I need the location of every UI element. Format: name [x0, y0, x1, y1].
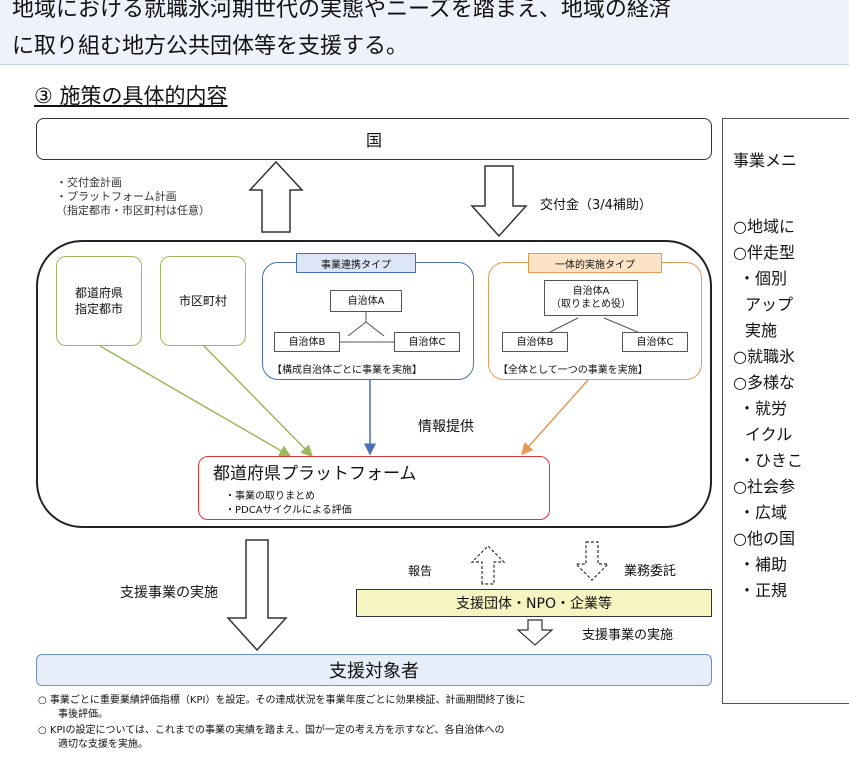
prefecture-platform-box: 都道府県プラットフォーム ・事業の取りまとめ ・PDCAサイクルによる評価 [198, 456, 550, 520]
menu-line-8: ○多様な [733, 373, 795, 392]
platform-title: 都道府県プラットフォーム [213, 464, 417, 484]
designated-city-label: 指定都市 [74, 302, 123, 316]
integrated-gov-a-role: （取りまとめ役） [551, 299, 631, 310]
plan-notes: ・交付金計画 ・プラットフォーム計画 （指定都市・市区町村は任意） [56, 176, 210, 218]
local-government-group [36, 240, 712, 528]
footnote-2: ○ KPIの設定については、これまでの事業の実績を踏まえ、国が一定の考え方を示す… [38, 725, 505, 736]
menu-title: 事業メニ [733, 151, 798, 170]
intro-line-2: に取り組む地方公共団体等を支援する。 [12, 34, 409, 59]
down-arrow-support-right [516, 619, 554, 646]
plan-note-1: ・交付金計画 [56, 176, 122, 189]
footnote-1-cont: 事後評価。 [58, 709, 108, 720]
country-box: 国 [36, 118, 712, 160]
down-arrow-support [226, 539, 288, 652]
info-provision-label: 情報提供 [418, 419, 474, 435]
prefecture-label: 都道府県 [74, 286, 123, 300]
menu-line-11: ・ひきこ [739, 451, 804, 470]
menu-line-6: 実施 [745, 321, 778, 340]
integrated-gov-a-name: 自治体A [572, 286, 610, 297]
prefecture-designated-city-box: 都道府県 指定都市 [56, 256, 142, 346]
business-menu-panel: 事業メニ ○地域に ○伴走型 ・個別 アップ 実施 ○就職氷 ○多様な ・就労 … [722, 118, 849, 704]
intro-line-1: 地域における就職氷河期世代の実態やニーズを踏まえ、地域の経済 [12, 0, 671, 22]
menu-line-15: ・補助 [739, 555, 788, 574]
coop-gov-c: 自治体C [394, 332, 460, 352]
municipality-box: 市区町村 [160, 256, 246, 346]
intro-banner: 地域における就職氷河期世代の実態やニーズを踏まえ、地域の経済 に取り組む地方公共… [0, 0, 849, 65]
menu-line-3: ○伴走型 [733, 243, 795, 262]
report-label: 報告 [408, 564, 433, 578]
support-impl-left-label: 支援事業の実施 [120, 585, 218, 601]
menu-line-9: ・就労 [739, 399, 788, 418]
platform-item-1: ・事業の取りまとめ [225, 491, 315, 502]
support-impl-right-label: 支援事業の実施 [582, 628, 674, 643]
support-org-box: 支援団体・NPO・企業等 [356, 589, 712, 617]
commission-arrow [574, 541, 610, 581]
integrated-caption: 【全体として一つの事業を実施】 [498, 365, 648, 376]
menu-line-14: ○他の国 [733, 529, 795, 548]
menu-line-7: ○就職氷 [733, 347, 795, 366]
coop-gov-b: 自治体B [274, 332, 340, 352]
menu-line-5: アップ [745, 295, 794, 314]
menu-line-2: ○地域に [733, 217, 795, 236]
integrated-gov-a: 自治体A （取りまとめ役） [544, 280, 638, 316]
footnote-2-cont: 適切な支援を実施。 [58, 739, 148, 750]
section-title: ③ 施策の具体的内容 [34, 84, 228, 108]
integrated-gov-b: 自治体B [502, 332, 568, 352]
integrated-gov-c: 自治体C [622, 332, 688, 352]
coop-caption: 【構成自治体ごとに事業を実施】 [272, 365, 422, 376]
menu-line-4: ・個別 [739, 269, 788, 288]
integrated-type-tag: 一体的実施タイプ [528, 253, 662, 273]
footnote-1: ○ 事業ごとに重要業績評価指標（KPI）を設定。その達成状況を事業年度ごとに効果… [38, 695, 526, 706]
up-arrow-plan [248, 160, 304, 233]
plan-note-2: ・プラットフォーム計画 [56, 190, 177, 203]
menu-line-10: イクル [745, 425, 793, 444]
plan-note-3: （指定都市・市区町村は任意） [56, 204, 210, 217]
commission-label: 業務委託 [624, 564, 677, 579]
menu-line-12: ○社会参 [733, 477, 795, 496]
platform-item-2: ・PDCAサイクルによる評価 [225, 505, 352, 516]
target-box: 支援対象者 [36, 654, 712, 686]
menu-line-16: ・正規 [739, 581, 788, 600]
coop-gov-a: 自治体A [330, 290, 402, 312]
grant-label: 交付金（3/4補助） [540, 198, 652, 213]
down-arrow-grant [470, 165, 528, 238]
cooperation-type-tag: 事業連携タイプ [296, 253, 416, 273]
report-arrow [470, 545, 506, 585]
menu-line-13: ・広域 [739, 503, 788, 522]
